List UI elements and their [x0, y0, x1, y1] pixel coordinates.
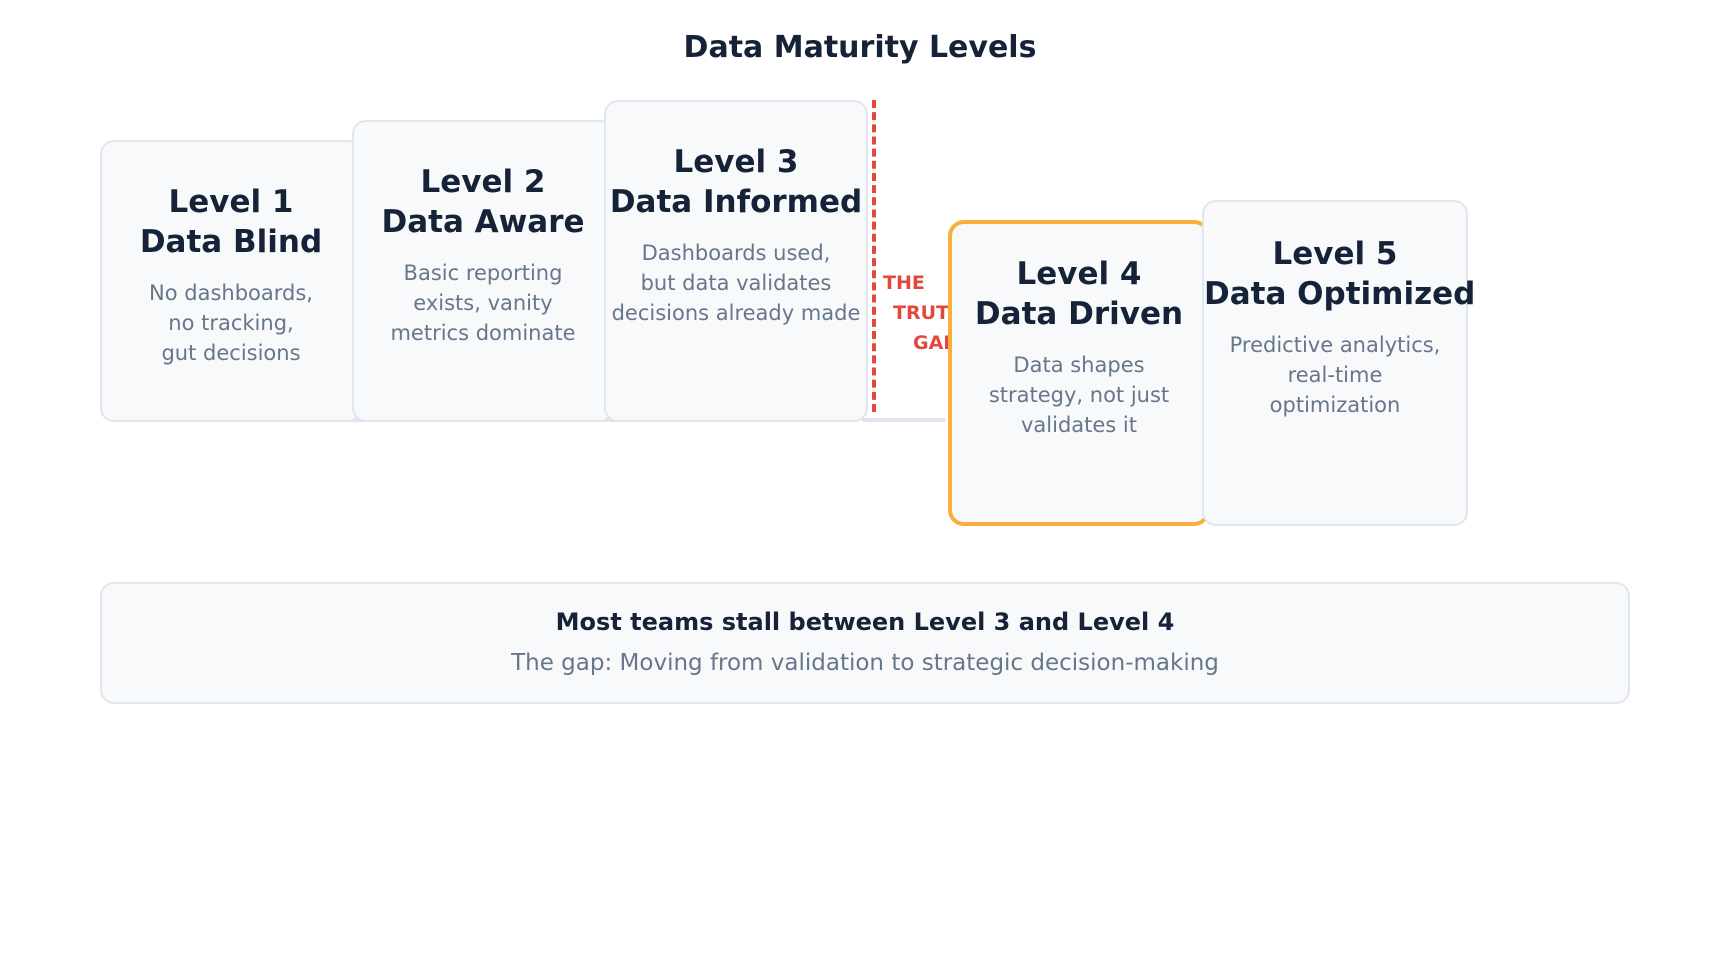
level-card-title: Level 2 Data Aware	[354, 162, 612, 242]
description-line: but data validates	[640, 271, 832, 295]
level-description: Predictive analytics, real-time optimiza…	[1204, 330, 1466, 420]
gap-label-line-3: GAP	[913, 332, 958, 354]
level-card-title: Level 5 Data Optimized	[1204, 234, 1476, 314]
level-name: Data Aware	[381, 204, 585, 240]
level-number: Level 1	[168, 184, 294, 220]
callout-heading: Most teams stall between Level 3 and Lev…	[555, 608, 1175, 636]
gap-label-line-1: THE	[883, 272, 925, 294]
level-description: Basic reporting exists, vanity metrics d…	[354, 258, 612, 348]
description-line: Predictive analytics,	[1229, 333, 1441, 357]
level-number: Level 4	[1016, 256, 1142, 292]
callout-subtext: The gap: Moving from validation to strat…	[511, 650, 1219, 676]
description-line: real-time	[1287, 363, 1383, 387]
description-line: Data shapes	[1013, 353, 1145, 377]
description-line: strategy, not just	[988, 383, 1170, 407]
step-connector-3-4	[862, 418, 946, 422]
description-line: Dashboards used,	[641, 241, 831, 265]
description-line: Basic reporting	[403, 261, 563, 285]
level-number: Level 2	[420, 164, 546, 200]
level-name: Data Driven	[974, 296, 1184, 332]
description-line: validates it	[1020, 413, 1137, 437]
level-name: Data Informed	[609, 184, 863, 220]
level-card-3: Level 3 Data Informed Dashboards used, b…	[604, 100, 868, 422]
gap-label-line-2: TRUTH	[893, 302, 965, 324]
level-card-1: Level 1 Data Blind No dashboards, no tra…	[100, 140, 362, 422]
level-card-5: Level 5 Data Optimized Predictive analyt…	[1202, 200, 1476, 526]
description-line: no tracking,	[168, 311, 294, 335]
level-card-title: Level 1 Data Blind	[102, 182, 360, 262]
description-line: exists, vanity	[413, 291, 553, 315]
level-card-title: Level 4 Data Driven	[952, 254, 1206, 334]
level-description: Data shapes strategy, not just validates…	[952, 350, 1206, 440]
level-description: Dashboards used, but data validates deci…	[606, 238, 866, 328]
description-line: gut decisions	[161, 341, 301, 365]
level-card-title: Level 3 Data Informed	[606, 142, 866, 222]
description-line: optimization	[1269, 393, 1401, 417]
level-description: No dashboards, no tracking, gut decision…	[102, 278, 360, 368]
level-number: Level 5	[1272, 236, 1398, 272]
description-line: decisions already made	[611, 301, 861, 325]
callout-box: Most teams stall between Level 3 and Lev…	[100, 582, 1630, 704]
level-number: Level 3	[673, 144, 799, 180]
level-name: Data Blind	[139, 224, 323, 260]
description-line: No dashboards,	[149, 281, 313, 305]
level-card-2: Level 2 Data Aware Basic reporting exist…	[352, 120, 614, 422]
description-line: metrics dominate	[390, 321, 576, 345]
level-card-4: Level 4 Data Driven Data shapes strategy…	[948, 220, 1210, 526]
diagram-title: Data Maturity Levels	[683, 30, 1037, 65]
level-name: Data Optimized	[1204, 276, 1476, 312]
truth-gap-line	[872, 100, 876, 412]
